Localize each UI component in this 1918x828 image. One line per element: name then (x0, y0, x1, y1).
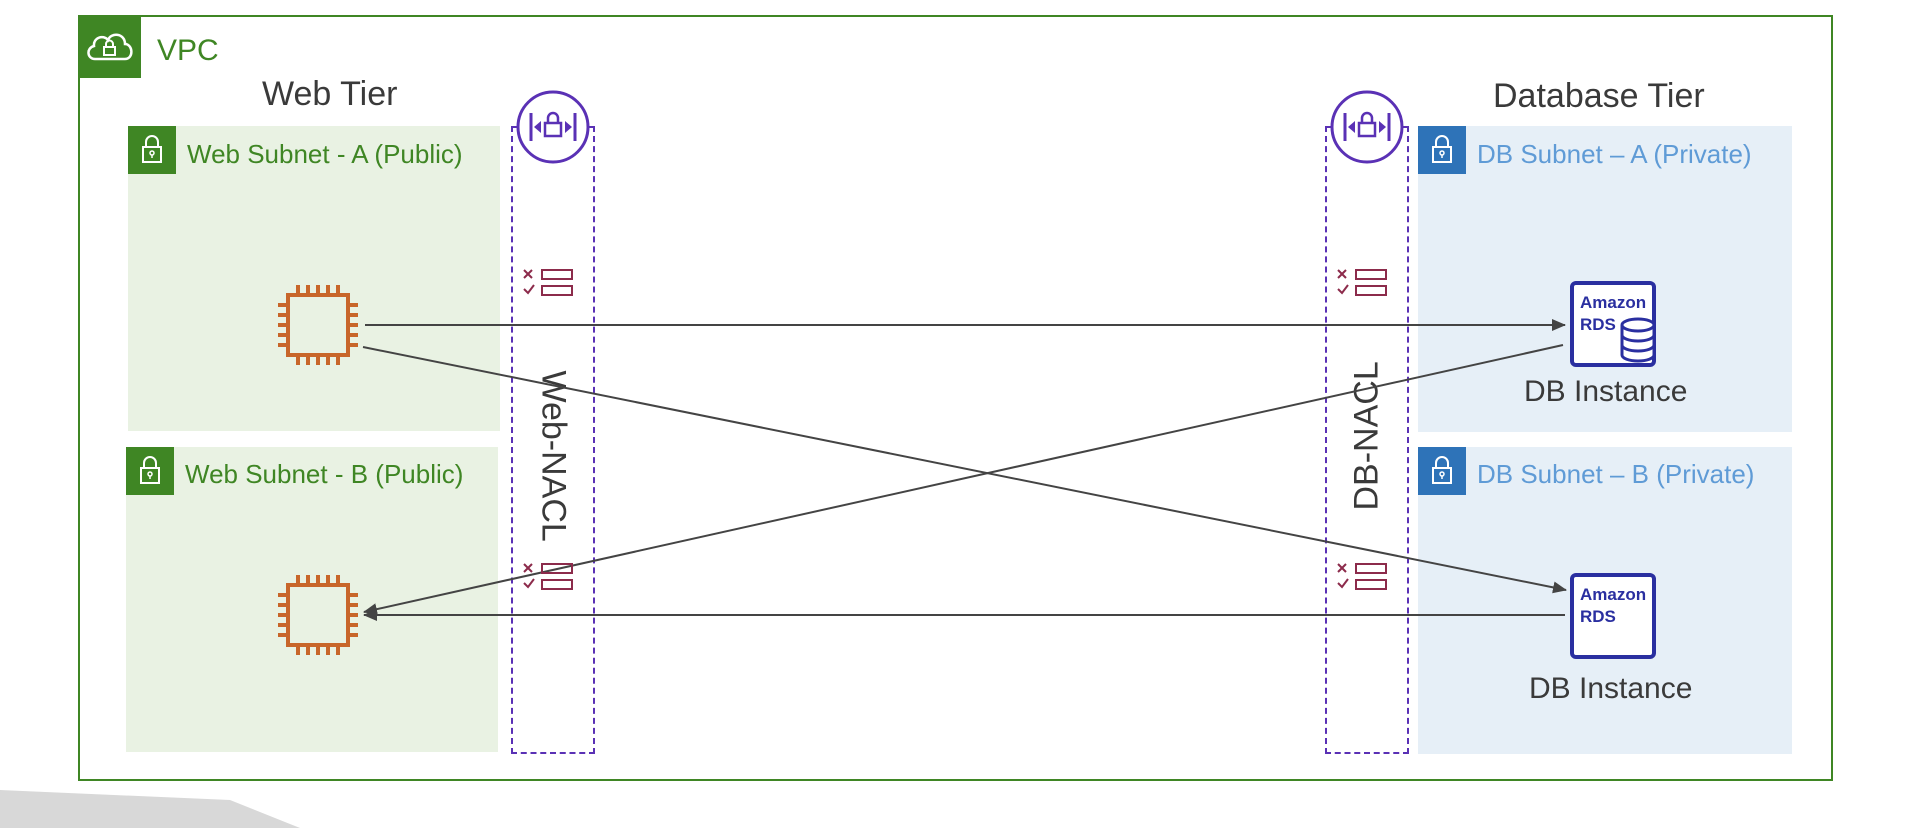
rds-b-logo-line1: Amazon (1580, 585, 1646, 604)
allow-deny-rules-icon (523, 563, 573, 590)
db-instance-b-label: DB Instance (1529, 672, 1693, 705)
padlock-icon (140, 456, 160, 484)
ec2-chip-icon (278, 575, 358, 655)
rds-a-logo-line1: Amazon (1580, 293, 1646, 312)
rds-b-logo-line2: RDS (1580, 607, 1616, 626)
web-subnet-a-badge (128, 126, 176, 174)
vpc-boundary (78, 15, 1833, 781)
web-subnet-b-label: Web Subnet - B (Public) (185, 459, 464, 489)
db-instance-a-label: DB Instance (1524, 375, 1688, 408)
padlock-icon (1432, 456, 1452, 484)
allow-deny-rules-icon (523, 269, 573, 296)
nacl-lock-icon (516, 90, 590, 164)
padlock-icon (1432, 135, 1452, 163)
web-subnet-a: Web Subnet - A (Public) (128, 126, 500, 431)
slide-shadow (0, 790, 300, 828)
db-subnet-a: DB Subnet – A (Private) (1418, 126, 1792, 432)
rds-a-logo-line2: RDS (1580, 315, 1616, 334)
allow-deny-rules-icon (1337, 269, 1387, 296)
allow-deny-rules-icon (1337, 563, 1387, 590)
db-subnet-a-label: DB Subnet – A (Private) (1477, 139, 1752, 169)
vpc-badge (78, 15, 141, 78)
db-subnet-a-badge (1418, 126, 1466, 174)
amazon-rds-icon: Amazon RDS (1570, 573, 1656, 659)
db-subnet-b-label: DB Subnet – B (Private) (1477, 459, 1755, 489)
database-tier-title: Database Tier (1493, 77, 1705, 115)
web-subnet-b: Web Subnet - B (Public) (126, 447, 498, 752)
amazon-rds-icon: Amazon RDS (1570, 281, 1656, 367)
vpc-label: VPC (157, 34, 219, 67)
arrow-db-a-to-web-b (363, 344, 1564, 616)
db-subnet-b-badge (1418, 447, 1466, 495)
padlock-icon (142, 135, 162, 163)
cloud-lock-icon (87, 33, 133, 61)
web-subnet-b-badge (126, 447, 174, 495)
arrow-web-a-to-db-b (362, 346, 1567, 594)
nacl-lock-icon (1330, 90, 1404, 164)
ec2-chip-icon (278, 285, 358, 365)
database-cylinder-icon (1620, 317, 1656, 363)
web-subnet-a-label: Web Subnet - A (Public) (187, 139, 463, 169)
web-tier-title: Web Tier (262, 75, 398, 113)
